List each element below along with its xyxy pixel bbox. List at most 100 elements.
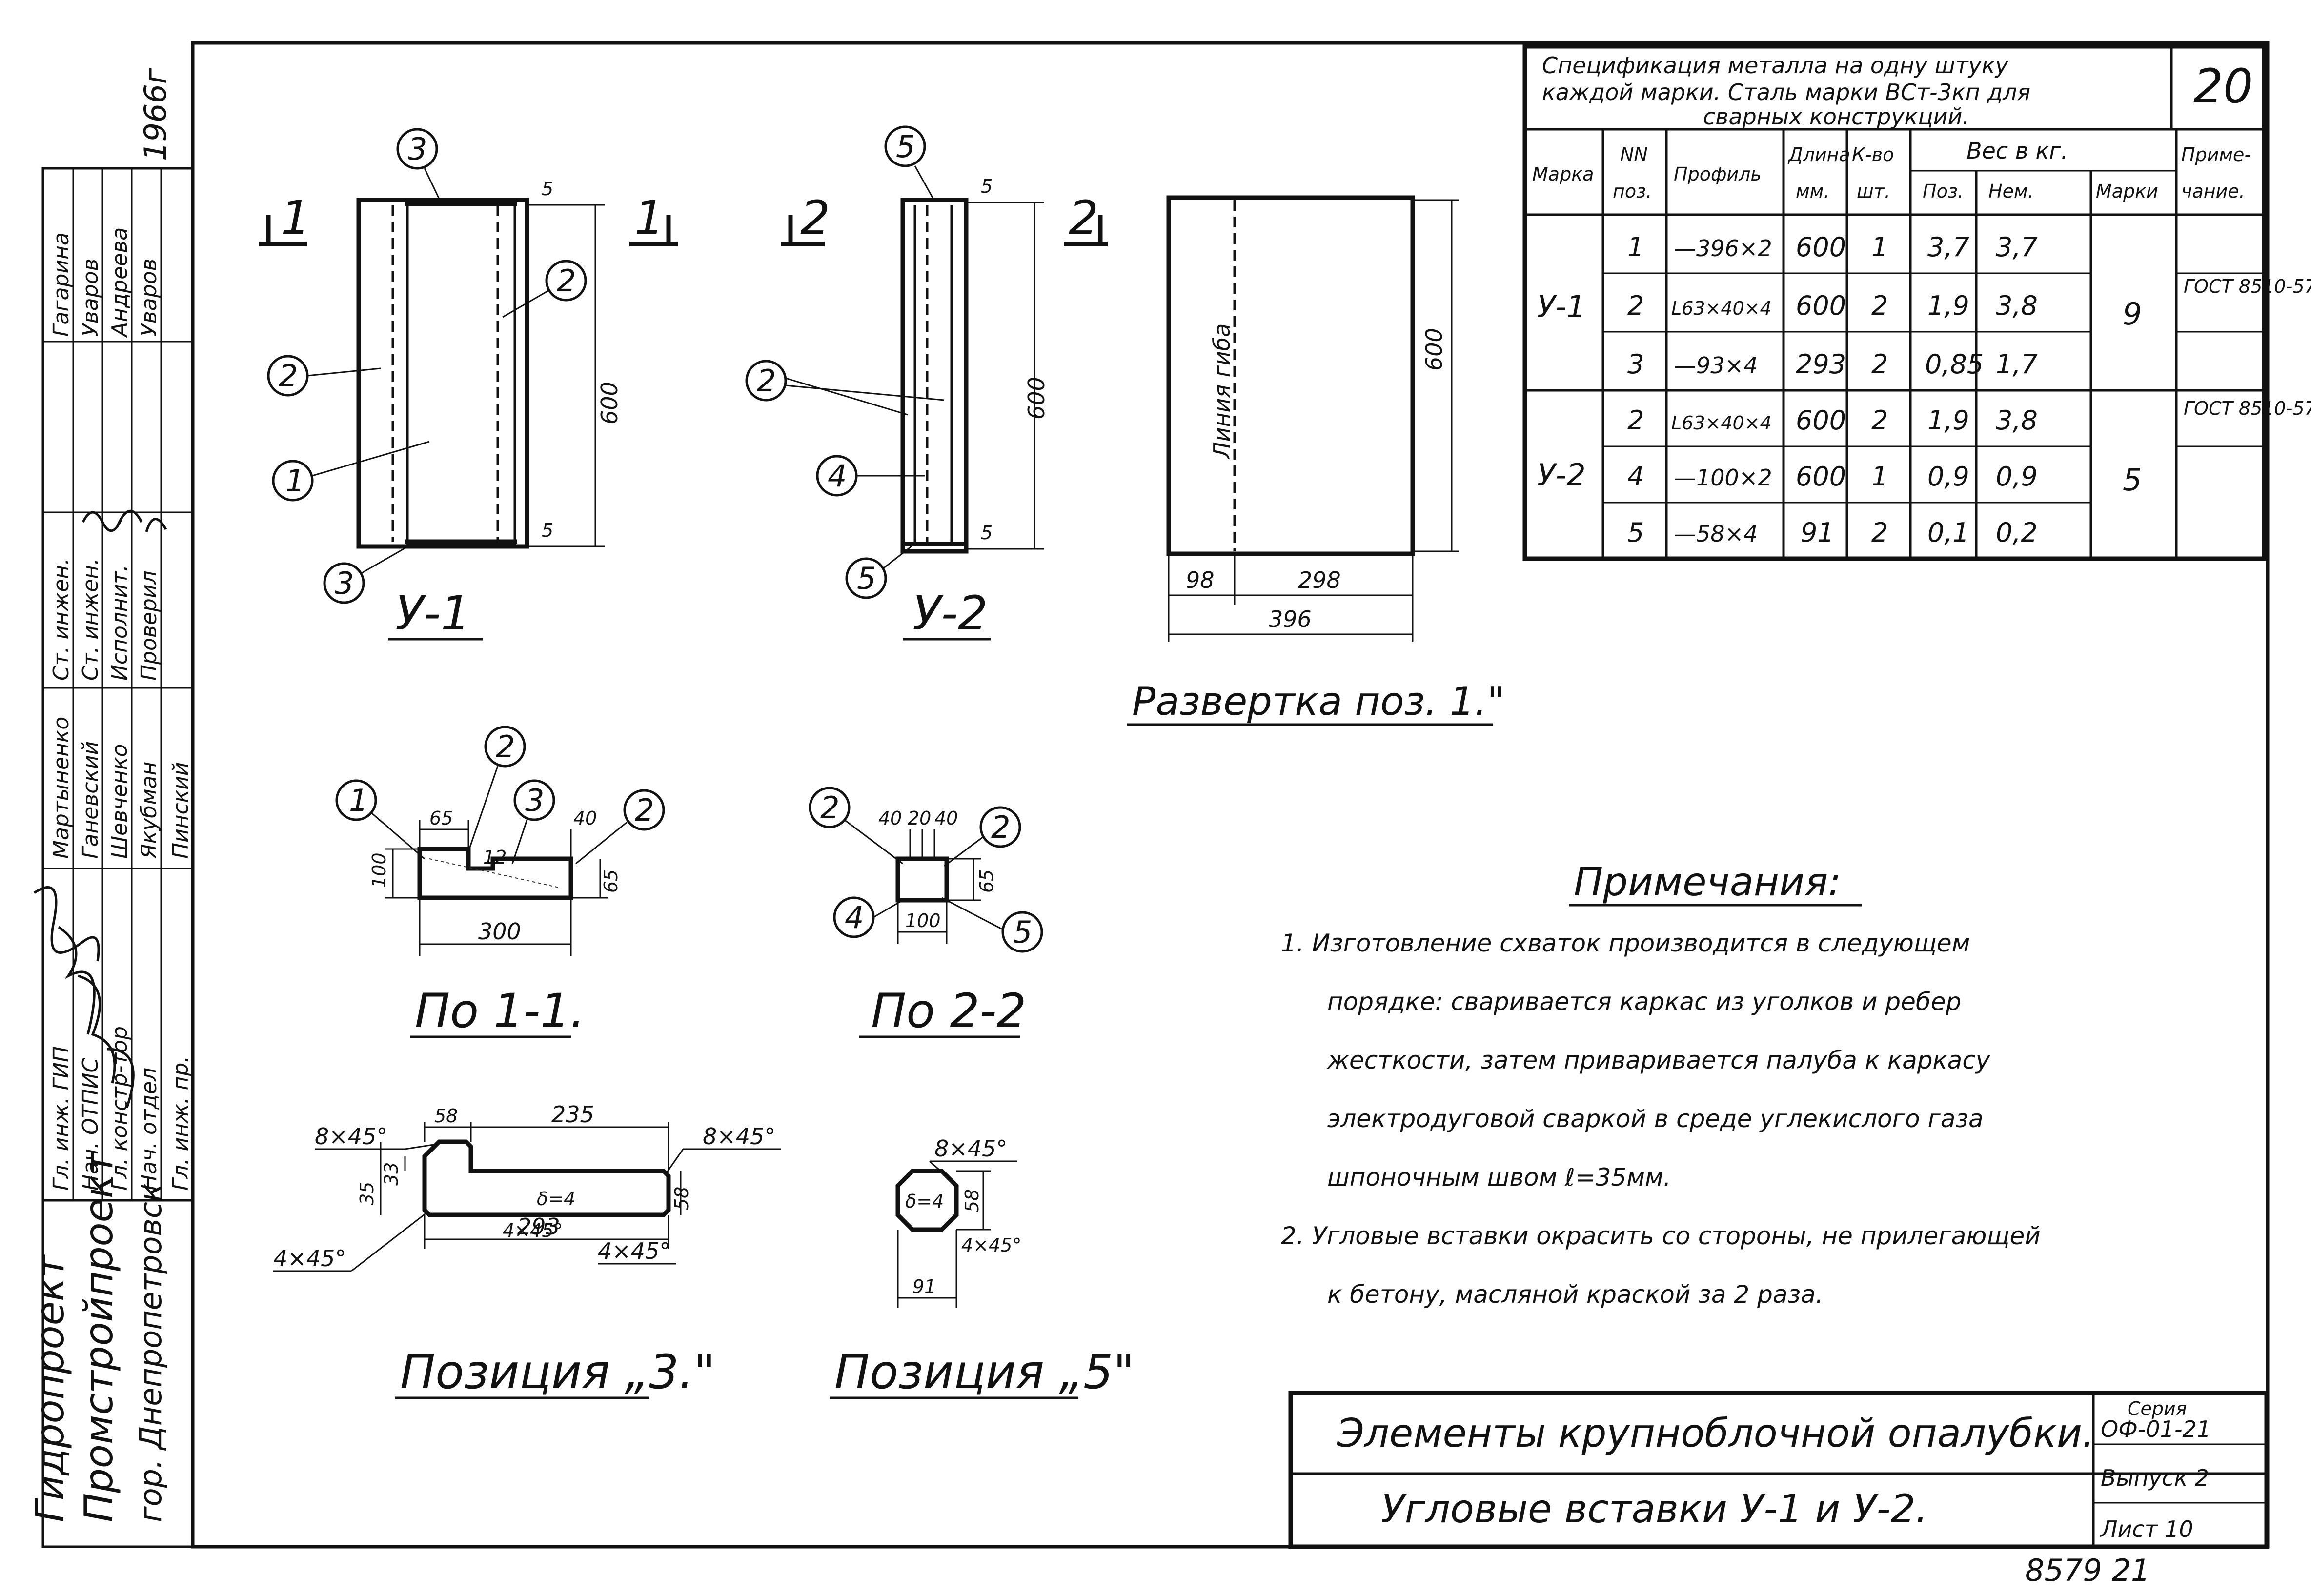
name2-2: Уваров bbox=[78, 259, 103, 337]
hdr-weight: Вес в кг. bbox=[1966, 138, 2068, 164]
u1-height: 600 bbox=[596, 382, 623, 424]
u1-r2-wtot: 3,8 bbox=[1996, 290, 2038, 321]
role2-3: Исполнит. bbox=[107, 565, 132, 681]
title-line-1: Элементы крупноблочной опалубки. bbox=[1337, 1411, 2094, 1456]
sec11-label: По 1-1. bbox=[415, 984, 585, 1038]
pos3-label: Позиция „3." bbox=[400, 1345, 715, 1399]
u1-r2-qty: 2 bbox=[1871, 290, 1888, 321]
hdr-qty-2: шт. bbox=[1857, 181, 1890, 202]
hdr-note-1: Приме- bbox=[2181, 144, 2251, 165]
note-line-4: электродуговой сваркой в среде углекисло… bbox=[1327, 1105, 1984, 1133]
notes-title: Примечания: bbox=[1574, 859, 1841, 905]
u2-callout-bottom: 5 bbox=[857, 561, 876, 596]
u2-gap-top: 5 bbox=[981, 176, 993, 197]
hdr-mark: Марка bbox=[1532, 163, 1594, 185]
name-4: Якубман bbox=[137, 762, 162, 859]
u2-r2-pos: 4 bbox=[1627, 461, 1644, 492]
pos3-h1: 35 bbox=[356, 1182, 378, 1205]
u1-r3-wpos: 0,85 bbox=[1925, 349, 1984, 380]
sec11-dim-a: 65 bbox=[429, 808, 453, 829]
u2-mark: У-2 bbox=[1537, 457, 1586, 493]
u2-section-mark-left: 2 bbox=[800, 191, 830, 245]
note-line-5: шпоночным швом ℓ=35мм. bbox=[1327, 1163, 1671, 1192]
note-line-6: 2. Угловые вставки окрасить со стороны, … bbox=[1281, 1222, 2041, 1250]
series-label: Серия bbox=[2128, 1398, 2187, 1419]
name-3: Шевченко bbox=[107, 744, 132, 859]
spec-title-3: сварных конструкций. bbox=[1703, 103, 1969, 130]
spec-title-2: каждой марки. Сталь марки ВСт-3кп для bbox=[1542, 79, 2030, 105]
title-block: Элементы крупноблочной опалубки. Угловые… bbox=[1288, 1391, 2269, 1549]
name2-4: Уваров bbox=[137, 259, 162, 337]
unfold-dim-total: 396 bbox=[1269, 606, 1312, 632]
u2-r2-wpos: 0,9 bbox=[1927, 461, 1969, 492]
role-4: Нач. отдел bbox=[137, 1068, 162, 1191]
view-unfold: Линия гиба 600 98 298 396 Развертка поз.… bbox=[1127, 195, 1505, 726]
name-5: Пинский bbox=[168, 762, 193, 859]
role-3: Гл. констр-тор bbox=[107, 1026, 132, 1191]
sec22-callout-2: 2 bbox=[991, 809, 1010, 845]
u2-mark-weight: 5 bbox=[2123, 462, 2142, 498]
pos5-width: 91 bbox=[912, 1276, 936, 1297]
u1-r2-wpos: 1,9 bbox=[1927, 290, 1969, 321]
u2-r1-wpos: 1,9 bbox=[1927, 405, 1969, 436]
issue-label: Выпуск 2 bbox=[2101, 1465, 2209, 1491]
u2-gap-bottom: 5 bbox=[981, 522, 993, 544]
pos3-h2: 33 bbox=[381, 1162, 402, 1186]
view-u1: 1 1 600 5 5 3 2 2 1 3 У-1 bbox=[259, 128, 678, 641]
u2-section-mark-right: 2 bbox=[1069, 191, 1098, 245]
pos3-chamfer-5: 4×45° bbox=[598, 1238, 670, 1264]
stamp-bottom: 8579 21 bbox=[2025, 1553, 2150, 1588]
u1-r2-length: 600 bbox=[1796, 290, 1846, 321]
unfold-fold-line: Линия гиба bbox=[1209, 323, 1235, 460]
u1-mark-weight: 9 bbox=[2123, 296, 2142, 332]
u2-r1-length: 600 bbox=[1796, 405, 1846, 436]
hdr-w-tot: Нем. bbox=[1988, 181, 2034, 202]
hdr-length-2: мм. bbox=[1796, 181, 1829, 202]
u1-section-mark-right: 1 bbox=[634, 191, 664, 245]
sec22-callout-1: 2 bbox=[820, 790, 839, 826]
u2-r1-qty: 2 bbox=[1871, 405, 1888, 436]
u2-r2-qty: 1 bbox=[1871, 461, 1888, 492]
pos3-chamfer-3: 4×45° bbox=[503, 1220, 563, 1241]
unfold-dim-b: 298 bbox=[1298, 567, 1341, 593]
sec11-width: 300 bbox=[478, 918, 521, 945]
u1-r1-pos: 1 bbox=[1627, 232, 1644, 263]
u1-r1-length: 600 bbox=[1796, 232, 1846, 263]
notes: Примечания: 1. Изготовление схваток прои… bbox=[1281, 859, 2041, 1309]
u1-section-mark-left: 1 bbox=[281, 191, 310, 245]
drawing-frame bbox=[191, 41, 2270, 1549]
sec11-dim-d: 12 bbox=[483, 847, 507, 868]
u2-r3-pos: 5 bbox=[1627, 517, 1644, 548]
section-2-2: 40 20 40 100 65 2 2 4 5 По 2-2 bbox=[809, 787, 1043, 1038]
view-u2: 2 2 600 5 5 5 2 4 5 У-2 bbox=[745, 125, 1108, 641]
section-1-1: 300 100 65 12 40 65 1 2 3 2 По 1-1. bbox=[335, 726, 665, 1038]
unfold-height: 600 bbox=[1421, 328, 1447, 371]
role-1: Гл. инж. ГИП bbox=[49, 1046, 74, 1191]
role-2: Нач. ОТПИС bbox=[78, 1057, 103, 1191]
position-5: δ=4 8×45° 4×45° 58 91 Позиция „5" bbox=[830, 1135, 1135, 1399]
u2-height: 600 bbox=[1023, 377, 1050, 420]
hdr-note-2: чание. bbox=[2181, 181, 2245, 202]
sheet-number: 20 bbox=[2193, 59, 2253, 114]
role-5: Гл. инж. пр. bbox=[168, 1056, 193, 1191]
u1-callout-left: 2 bbox=[279, 358, 298, 394]
sec22-width: 100 bbox=[905, 910, 941, 931]
sheet-label: Лист 10 bbox=[2100, 1516, 2193, 1542]
u2-callout-pos4: 4 bbox=[828, 458, 847, 494]
note-line-1: 1. Изготовление схваток производится в с… bbox=[1281, 929, 1970, 957]
pos5-chamfer-1: 8×45° bbox=[934, 1135, 1007, 1162]
name2-1: Гагарина bbox=[49, 232, 74, 337]
pos5-thickness: δ=4 bbox=[905, 1191, 944, 1212]
u1-r2-pos: 2 bbox=[1627, 290, 1644, 321]
u1-r2-profile: L63×40×4 bbox=[1671, 298, 1772, 319]
u2-r1-pos: 2 bbox=[1627, 405, 1644, 436]
pos5-chamfer-2: 4×45° bbox=[961, 1234, 1021, 1256]
title-line-2: Угловые вставки У-1 и У-2. bbox=[1381, 1486, 1928, 1532]
name2-3: Андреева bbox=[107, 227, 132, 338]
u1-r3-length: 293 bbox=[1796, 349, 1846, 380]
u1-note-1: ГОСТ 8510-57 bbox=[2184, 276, 2311, 297]
u2-label: У-2 bbox=[912, 586, 988, 641]
u1-gap-top: 5 bbox=[542, 178, 553, 200]
role2-2: Ст. инжен. bbox=[78, 558, 103, 681]
